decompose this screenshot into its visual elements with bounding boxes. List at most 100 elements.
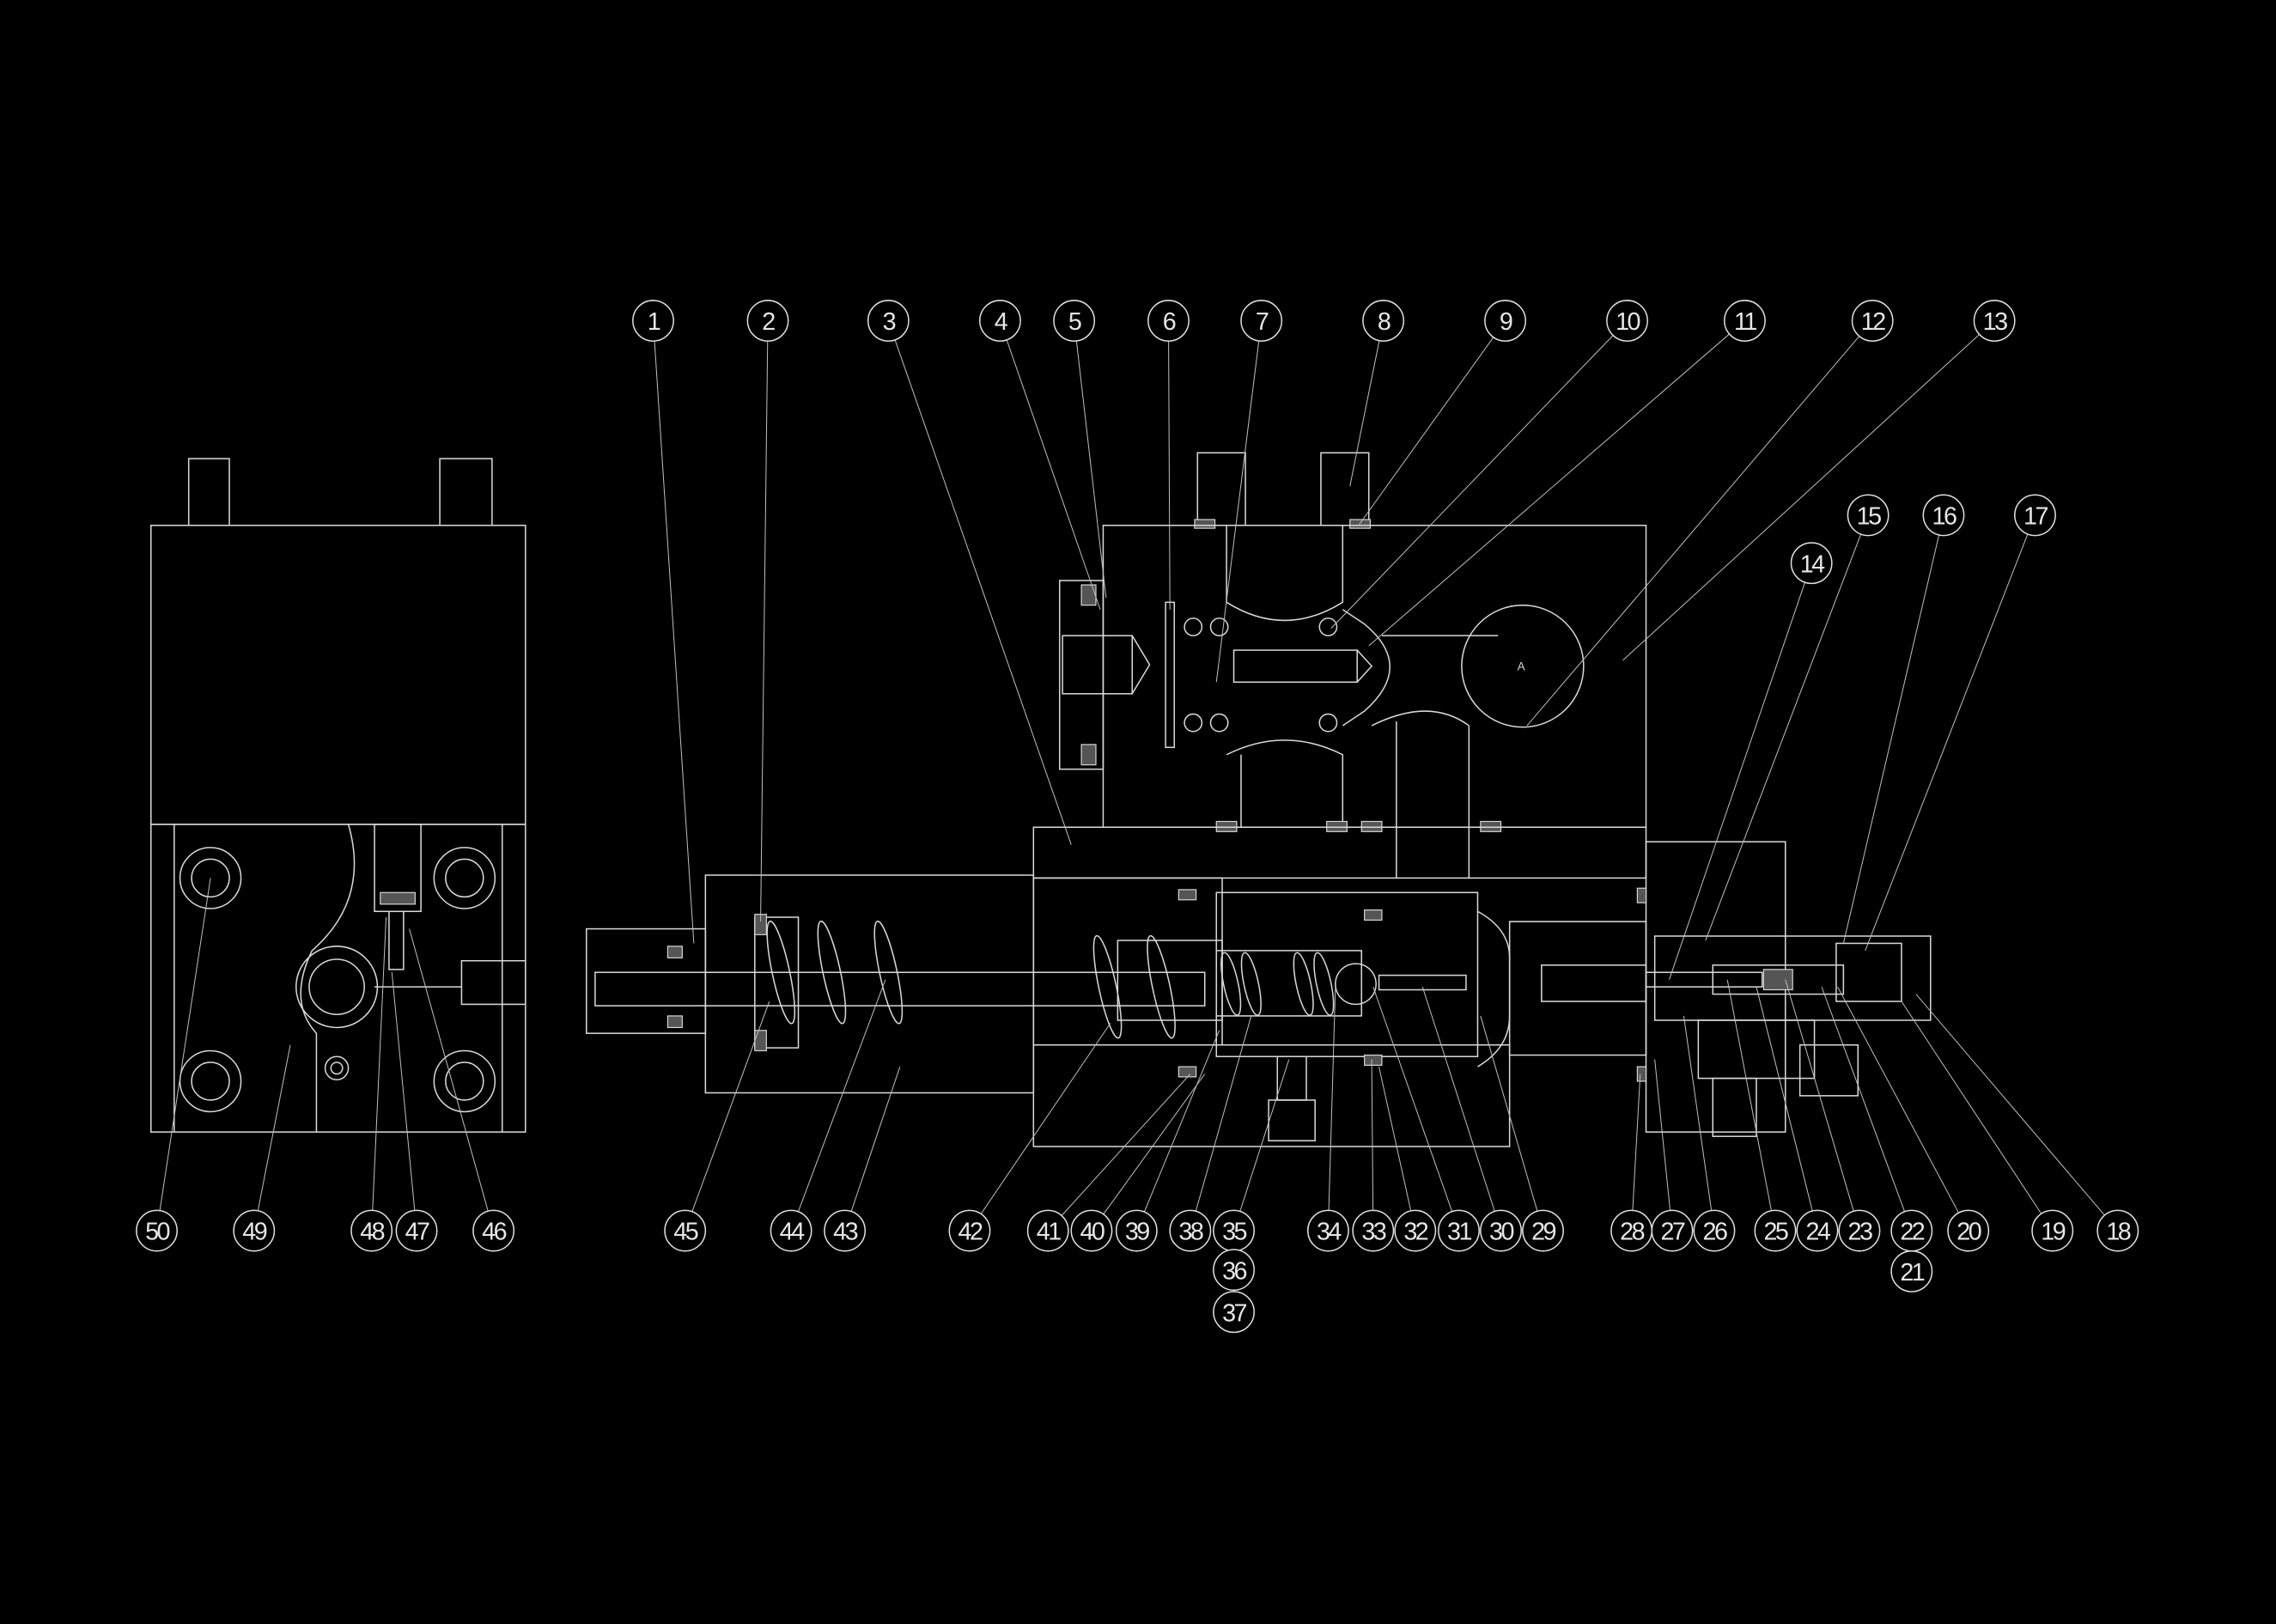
callout-46: 46 bbox=[472, 1209, 515, 1252]
leader-line-29 bbox=[1480, 1015, 1538, 1212]
callout-25: 25 bbox=[1754, 1209, 1797, 1252]
callout-circle bbox=[1352, 1209, 1395, 1252]
callout-circle bbox=[1693, 1209, 1736, 1252]
callout-28: 28 bbox=[1610, 1209, 1653, 1252]
leader-line-41 bbox=[1061, 1074, 1191, 1216]
callout-14: 14 bbox=[1790, 542, 1833, 585]
callout-11: 11 bbox=[1724, 300, 1766, 342]
callout-12: 12 bbox=[1851, 300, 1894, 342]
callout-number: 13 bbox=[1983, 308, 2007, 336]
callout-10: 10 bbox=[1606, 300, 1648, 342]
callout-number: 5 bbox=[1068, 308, 1081, 336]
callout-number: 19 bbox=[2041, 1219, 2065, 1246]
leader-line-2 bbox=[760, 341, 769, 922]
callout-number: 37 bbox=[1222, 1299, 1246, 1327]
leader-line-22 bbox=[1821, 986, 1906, 1213]
callout-circle bbox=[1394, 1209, 1437, 1252]
callout-4: 4 bbox=[979, 300, 1021, 342]
callout-circle bbox=[1796, 1209, 1839, 1252]
callout-47: 47 bbox=[395, 1209, 438, 1252]
leader-line-40 bbox=[1103, 1074, 1206, 1215]
leader-line-20 bbox=[1837, 986, 1959, 1213]
section-mark: A bbox=[1518, 660, 1525, 673]
callout-number: 31 bbox=[1447, 1219, 1471, 1246]
leader-line-25 bbox=[1726, 979, 1772, 1211]
callout-circle bbox=[1973, 300, 2016, 342]
callout-50: 50 bbox=[136, 1209, 178, 1252]
callout-23: 23 bbox=[1838, 1209, 1881, 1252]
callout-number: 48 bbox=[360, 1219, 384, 1246]
callout-circle bbox=[1213, 1291, 1255, 1334]
callout-7: 7 bbox=[1240, 300, 1283, 342]
callout-circle bbox=[746, 300, 789, 342]
callout-33: 33 bbox=[1352, 1209, 1395, 1252]
callout-circle bbox=[664, 1209, 707, 1252]
callout-44: 44 bbox=[770, 1209, 812, 1252]
callout-number: 50 bbox=[145, 1219, 169, 1246]
callout-5: 5 bbox=[1053, 300, 1096, 342]
callout-number: 38 bbox=[1178, 1219, 1202, 1246]
callout-circle bbox=[350, 1209, 393, 1252]
callout-number: 11 bbox=[1734, 308, 1756, 336]
callout-number: 42 bbox=[958, 1219, 983, 1246]
callout-number: 14 bbox=[1800, 550, 1825, 578]
leader-line-27 bbox=[1654, 1059, 1671, 1211]
leader-line-5 bbox=[1075, 340, 1107, 599]
leader-line-34 bbox=[1328, 987, 1336, 1211]
callout-20: 20 bbox=[1947, 1209, 1990, 1252]
leader-line-17 bbox=[1865, 533, 2029, 952]
callout-36: 36 bbox=[1213, 1249, 1255, 1292]
callout-number: 41 bbox=[1037, 1219, 1061, 1246]
leader-line-26 bbox=[1683, 1015, 1713, 1211]
leader-line-8 bbox=[1349, 340, 1380, 487]
leader-line-31 bbox=[1372, 986, 1453, 1212]
callout-circle bbox=[1790, 542, 1833, 585]
leader-line-15 bbox=[1705, 533, 1862, 941]
callout-number: 22 bbox=[1900, 1219, 1924, 1246]
leader-line-35 bbox=[1239, 1059, 1290, 1212]
callout-circle bbox=[1522, 1209, 1564, 1252]
callout-number: 21 bbox=[1900, 1259, 1924, 1286]
leader-line-32 bbox=[1378, 1066, 1412, 1212]
callout-number: 43 bbox=[833, 1219, 857, 1246]
callout-number: 15 bbox=[1857, 503, 1881, 531]
callout-number: 17 bbox=[2023, 503, 2048, 531]
callout-number: 44 bbox=[780, 1219, 805, 1246]
callout-8: 8 bbox=[1362, 300, 1405, 342]
callout-35: 35 bbox=[1213, 1209, 1255, 1252]
callout-22: 22 bbox=[1890, 1209, 1933, 1252]
callout-circle bbox=[824, 1209, 867, 1252]
leader-line-19 bbox=[1901, 1001, 2042, 1214]
callout-48: 48 bbox=[350, 1209, 393, 1252]
callout-number: 9 bbox=[1500, 308, 1512, 336]
callout-number: 18 bbox=[2106, 1219, 2130, 1246]
callout-circle bbox=[1754, 1209, 1797, 1252]
callout-circle bbox=[1610, 1209, 1653, 1252]
callout-circle bbox=[1851, 300, 1894, 342]
callout-number: 32 bbox=[1403, 1219, 1427, 1246]
callout-circle bbox=[1838, 1209, 1881, 1252]
callout-9: 9 bbox=[1484, 300, 1527, 342]
callout-number: 3 bbox=[883, 308, 896, 336]
callout-number: 2 bbox=[762, 308, 775, 336]
callout-circle bbox=[1480, 1209, 1522, 1252]
callout-circle bbox=[1438, 1209, 1480, 1252]
leader-line-28 bbox=[1632, 1074, 1641, 1211]
callout-49: 49 bbox=[233, 1209, 276, 1252]
callout-number: 27 bbox=[1661, 1219, 1685, 1246]
callout-38: 38 bbox=[1169, 1209, 1212, 1252]
callout-circle bbox=[2096, 1209, 2139, 1252]
callout-45: 45 bbox=[664, 1209, 707, 1252]
leader-line-13 bbox=[1622, 334, 1981, 661]
leader-line-12 bbox=[1526, 336, 1860, 727]
callout-circle bbox=[1922, 494, 1965, 537]
leader-line-23 bbox=[1785, 979, 1854, 1212]
callout-27: 27 bbox=[1651, 1209, 1694, 1252]
callout-19: 19 bbox=[2031, 1209, 2074, 1252]
callout-circle bbox=[1362, 300, 1405, 342]
callout-circle bbox=[770, 1209, 812, 1252]
callout-29: 29 bbox=[1522, 1209, 1564, 1252]
callout-circle bbox=[867, 300, 910, 342]
leader-line-7 bbox=[1215, 340, 1260, 683]
callout-42: 42 bbox=[948, 1209, 991, 1252]
